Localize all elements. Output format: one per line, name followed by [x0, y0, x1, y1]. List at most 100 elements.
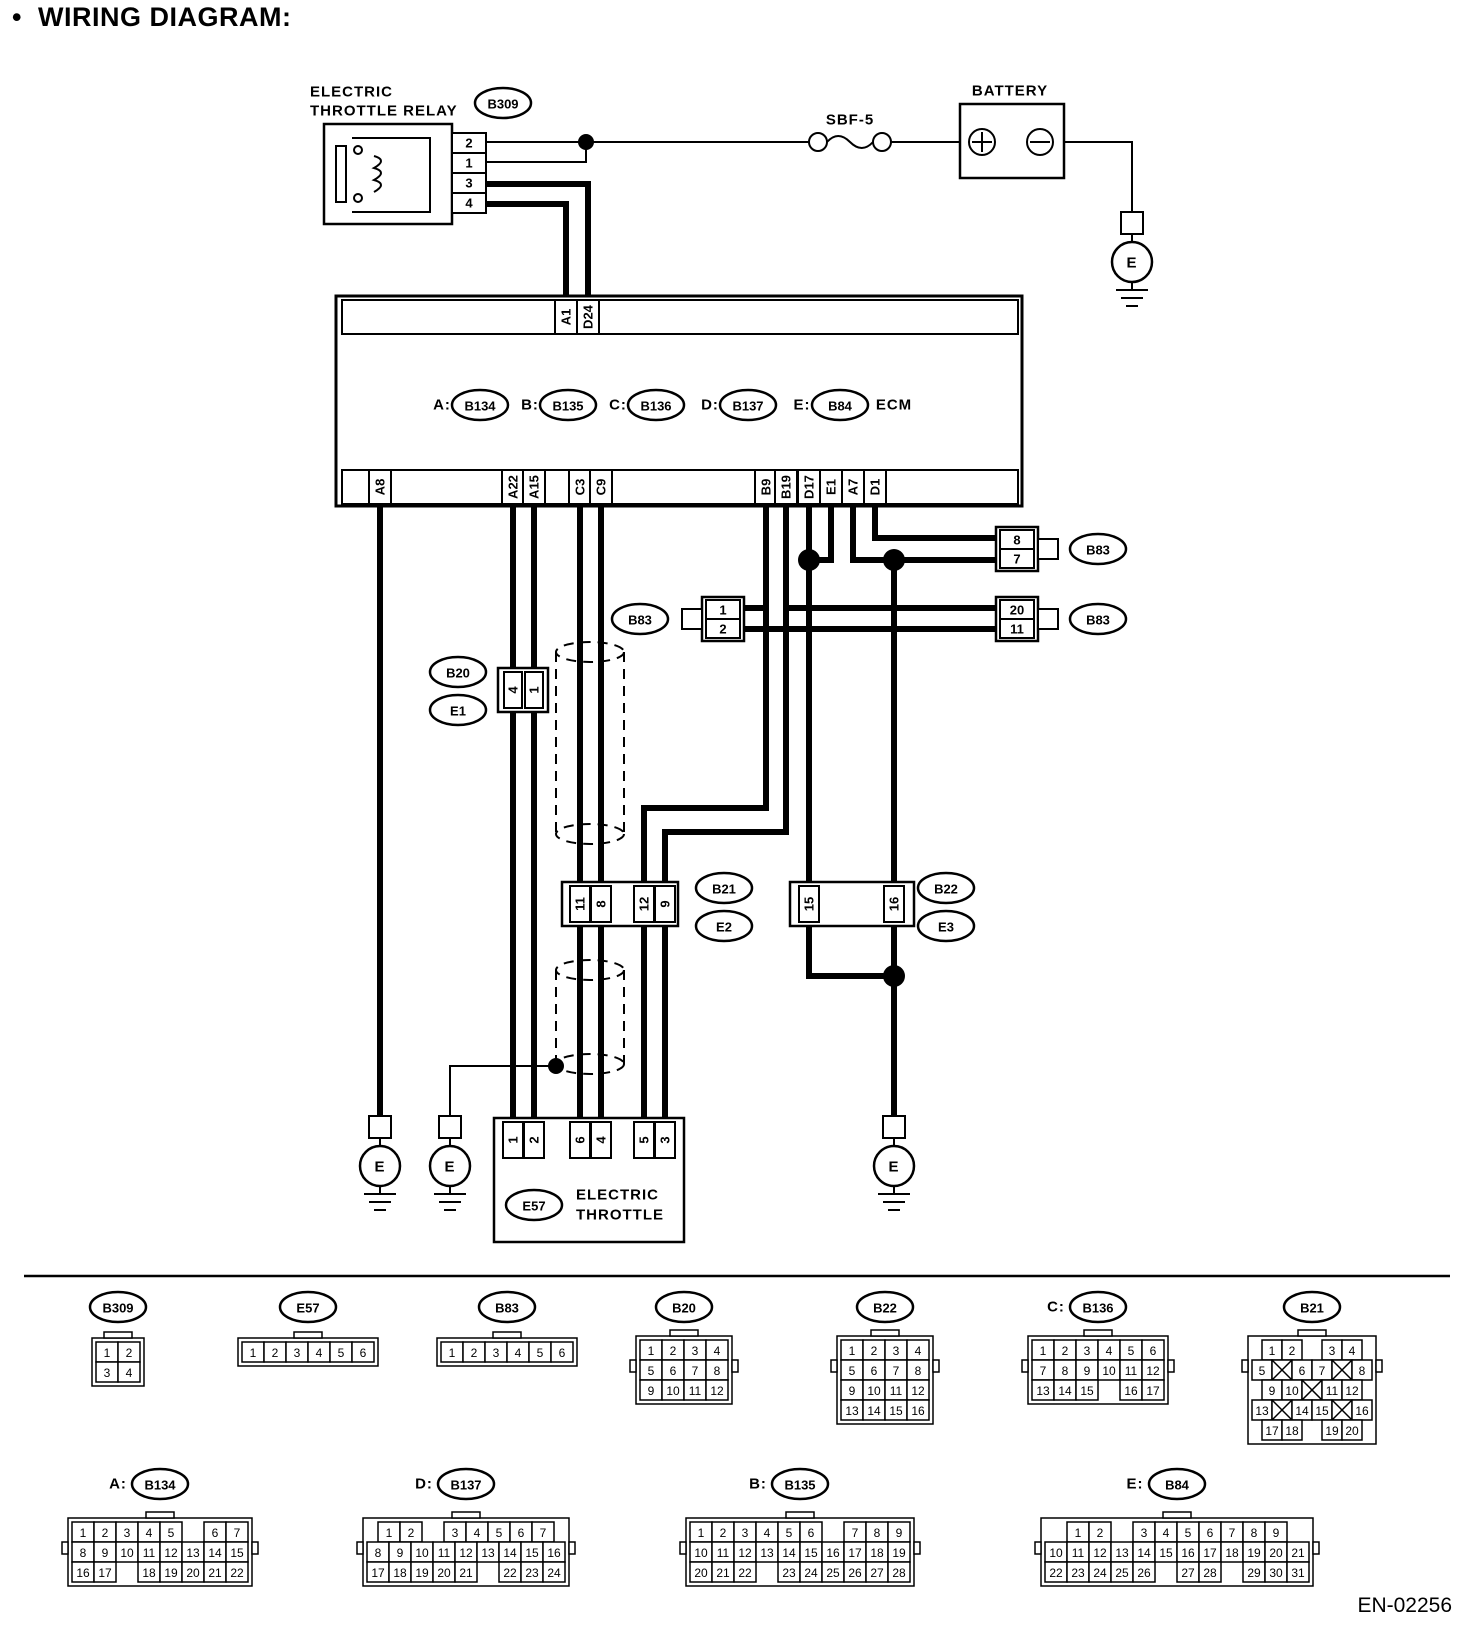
- shield-tube: [555, 959, 625, 1075]
- view-pin: 26: [1137, 1566, 1151, 1580]
- view-b83-oval: [477, 1290, 537, 1324]
- relay-contact: [353, 193, 363, 203]
- view-pin: 25: [826, 1566, 840, 1580]
- ecm-bottom-pin: A8: [373, 479, 388, 496]
- view-pin: 23: [1071, 1566, 1085, 1580]
- view-e57-oval: [278, 1290, 338, 1324]
- view-pin: 16: [1355, 1404, 1369, 1418]
- shield-top: [555, 641, 625, 663]
- view-pin: 13: [1115, 1546, 1129, 1560]
- view-b309-label: B309: [102, 1301, 133, 1316]
- view-b134-oval: [130, 1467, 190, 1501]
- view-pin: 6: [871, 1364, 878, 1378]
- view-pin: 18: [1225, 1546, 1239, 1560]
- b21-connector-label: B21: [712, 882, 736, 897]
- ground-label: E: [888, 1159, 899, 1176]
- ground-icon-a8: E: [358, 1115, 402, 1211]
- relay-pin-box: [451, 192, 487, 214]
- view-ear: [932, 1359, 940, 1373]
- view-b135-label: B135: [784, 1478, 815, 1493]
- view-cell: [351, 1341, 375, 1363]
- view-pin: 3: [692, 1344, 699, 1358]
- view-ear: [679, 1541, 687, 1555]
- view-pin: 18: [393, 1566, 407, 1580]
- view-pin: 20: [694, 1566, 708, 1580]
- view-pin: 26: [848, 1566, 862, 1580]
- view-pin: 20: [1269, 1546, 1283, 1560]
- ground-label: E: [444, 1159, 455, 1176]
- view-cell: [1075, 1379, 1099, 1401]
- view-pin: 18: [142, 1566, 156, 1580]
- ground-label: E: [374, 1159, 385, 1176]
- view-pin: 23: [525, 1566, 539, 1580]
- fuse-terminal: [872, 132, 892, 152]
- view-pin: 22: [230, 1566, 244, 1580]
- ecm-top-pin: A1: [559, 309, 574, 326]
- view-b137-oval: [436, 1467, 496, 1501]
- view-pin: 19: [415, 1566, 429, 1580]
- view-pin: 1: [250, 1346, 257, 1360]
- view-pin: 1: [849, 1344, 856, 1358]
- view-pin: 7: [234, 1526, 241, 1540]
- ecm-connector-b137-label: B137: [732, 399, 763, 414]
- view-pin: 1: [1269, 1344, 1276, 1358]
- view-latch: [785, 1511, 815, 1519]
- view-pin: 7: [1229, 1526, 1236, 1540]
- throttle-pin: 6: [573, 1136, 588, 1143]
- view-blank: [1271, 1399, 1293, 1421]
- view-b137-label: B137: [450, 1478, 481, 1493]
- fuse-sbf5: SBF-5: [808, 112, 892, 152]
- view-pin: 6: [212, 1526, 219, 1540]
- fuse-element-icon: [826, 135, 874, 149]
- relay-frame: [352, 137, 431, 213]
- view-pin: 5: [1185, 1526, 1192, 1540]
- ecm-connector-b84-label: B84: [828, 399, 853, 414]
- ecm-bottom-pin: E1: [824, 479, 839, 495]
- view-latch: [870, 1329, 900, 1337]
- view-prefix: B:: [749, 1476, 767, 1493]
- ground-icon-shield: E: [428, 1115, 472, 1211]
- battery-label: BATTERY: [972, 83, 1048, 100]
- ecm-bottom-pin: A7: [846, 479, 861, 496]
- view-cell: [705, 1379, 729, 1401]
- view-ear: [1375, 1359, 1383, 1373]
- ecm-top-pin: D24: [581, 304, 596, 329]
- b83-a-pin-box: [999, 548, 1035, 569]
- view-pin: 14: [867, 1404, 881, 1418]
- title-text: WIRING DIAGRAM:: [37, 2, 292, 32]
- view-pin: 17: [1203, 1546, 1217, 1560]
- view-pin: 9: [1273, 1526, 1280, 1540]
- view-pin: 2: [1062, 1344, 1069, 1358]
- ecm-connector-b135-oval: [538, 388, 598, 422]
- view-pin: 19: [892, 1546, 906, 1560]
- view-pin: 18: [1285, 1424, 1299, 1438]
- view-b134-label: B134: [144, 1478, 176, 1493]
- view-pin: 3: [1329, 1344, 1336, 1358]
- e57-connector-oval: [504, 1188, 564, 1222]
- view-blank: [1271, 1359, 1293, 1381]
- view-pin: 27: [870, 1566, 884, 1580]
- view-pin: 19: [164, 1566, 178, 1580]
- view-ear: [356, 1541, 364, 1555]
- b83-a-connector-oval: [1068, 532, 1128, 566]
- view-pin: 6: [518, 1526, 525, 1540]
- view-pin: 23: [782, 1566, 796, 1580]
- shield-tube: [555, 641, 625, 845]
- view-pin: 7: [1040, 1364, 1047, 1378]
- view-pin: 16: [1124, 1384, 1138, 1398]
- view-pin: 12: [164, 1546, 178, 1560]
- view-pin: 10: [1049, 1546, 1063, 1560]
- view-b309-oval: [88, 1290, 148, 1324]
- ecm-bottom-pin-box: [368, 469, 392, 505]
- shield-top: [555, 959, 625, 981]
- relay-label-2: THROTTLE RELAY: [310, 103, 458, 120]
- b20-pin: 1: [527, 686, 542, 693]
- b20-pin-box: [503, 671, 523, 709]
- b22-pin: 16: [887, 897, 902, 911]
